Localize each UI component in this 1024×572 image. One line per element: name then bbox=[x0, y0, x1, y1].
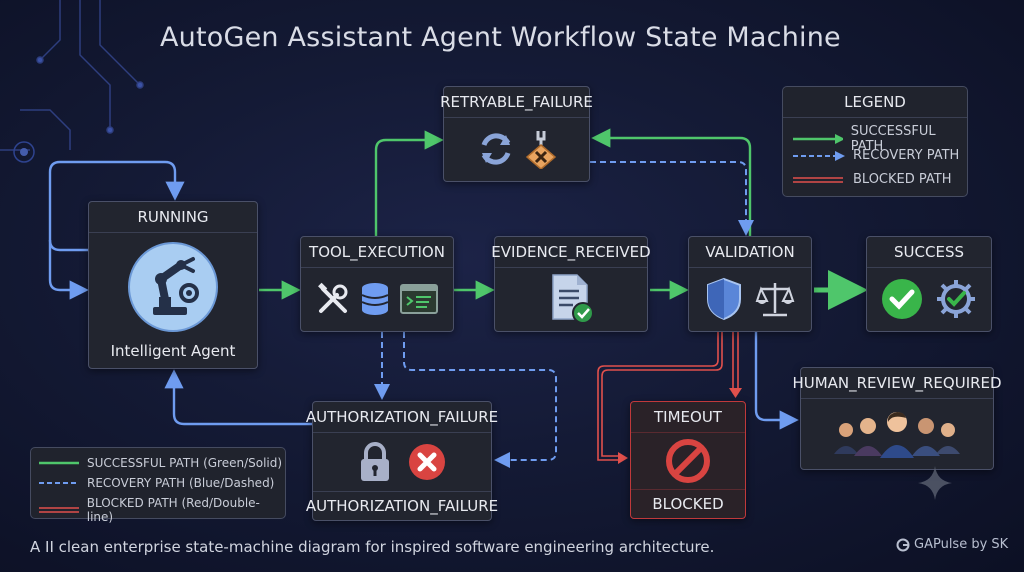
state-label: TOOL_EXECUTION bbox=[301, 237, 453, 268]
legend-line-double bbox=[39, 507, 79, 513]
legend-item-success: SUCCESSFUL PATH bbox=[793, 124, 967, 154]
arrow-validation-to-timeout-left bbox=[597, 332, 723, 461]
legend-line-solid bbox=[39, 461, 79, 465]
state-evidence-received[interactable]: EVIDENCE_RECEIVED bbox=[491, 236, 651, 332]
state-label: RUNNING bbox=[89, 202, 257, 233]
gear-check-icon bbox=[937, 280, 975, 318]
state-authorization-failure[interactable]: AUTHORIZATION_FAILURE AUTHORIZATION_FAIL… bbox=[306, 401, 498, 521]
legend-top: LEGEND SUCCESSFUL PATH RECOVERY PATH BLO… bbox=[782, 86, 968, 197]
state-success[interactable]: SUCCESS bbox=[866, 236, 992, 332]
legend-line-double bbox=[793, 176, 843, 183]
arrow-validation-to-retryable bbox=[591, 128, 752, 236]
arrow-tool-to-auth-side bbox=[403, 332, 557, 468]
arrow-validation-to-review bbox=[754, 332, 799, 430]
legend-item-blocked: BLOCKED PATH (Red/Double-line) bbox=[39, 496, 285, 524]
legend-line-dashed bbox=[39, 482, 79, 484]
refresh-icon bbox=[481, 133, 510, 165]
lock-icon bbox=[361, 442, 389, 481]
state-validation[interactable]: VALIDATION bbox=[688, 236, 812, 332]
x-circle-icon bbox=[409, 444, 445, 480]
state-label: VALIDATION bbox=[689, 237, 811, 268]
state-timeout[interactable]: TIMEOUT BLOCKED bbox=[630, 401, 746, 519]
state-human-review-required[interactable]: HUMAN_REVIEW_REQUIRED bbox=[792, 367, 1002, 470]
circuit-decoration bbox=[0, 0, 144, 163]
diagram-title: AutoGen Assistant Agent Workflow State M… bbox=[160, 22, 841, 53]
blocked-icon bbox=[666, 439, 710, 483]
sparkle-icon bbox=[918, 466, 952, 500]
arrow-validation-to-timeout-down bbox=[732, 332, 739, 390]
check-circle-icon bbox=[882, 279, 922, 319]
state-footer: Intelligent Agent bbox=[110, 342, 236, 360]
state-tool-execution[interactable]: TOOL_EXECUTION bbox=[300, 236, 454, 332]
arrow-running-loop-left bbox=[48, 240, 89, 300]
state-label: TIMEOUT bbox=[631, 402, 745, 433]
state-label: EVIDENCE_RECEIVED bbox=[491, 237, 651, 268]
database-icon bbox=[361, 283, 389, 315]
state-footer: AUTHORIZATION_FAILURE bbox=[306, 491, 498, 520]
people-group-icon bbox=[834, 411, 960, 458]
tools-icon bbox=[318, 282, 348, 313]
diagram-caption: A II clean enterprise state-machine diag… bbox=[30, 538, 715, 556]
state-label: HUMAN_REVIEW_REQUIRED bbox=[792, 368, 1002, 399]
legend-title: LEGEND bbox=[844, 93, 906, 111]
state-running[interactable]: RUNNING Intelligent Agent bbox=[88, 201, 258, 369]
state-label: RETRYABLE_FAILURE bbox=[440, 87, 593, 118]
legend-item-success: SUCCESSFUL PATH (Green/Solid) bbox=[39, 456, 282, 470]
legend-line-solid bbox=[793, 134, 843, 144]
brand-watermark: GAPulse by SK bbox=[896, 537, 1008, 552]
scales-icon bbox=[755, 283, 795, 317]
legend-item-blocked: BLOCKED PATH bbox=[793, 172, 952, 187]
legend-bottom: SUCCESSFUL PATH (Green/Solid) RECOVERY P… bbox=[30, 447, 286, 524]
shield-icon bbox=[707, 277, 741, 321]
arrow-retryable-to-validation bbox=[590, 161, 754, 236]
arrow-tool-to-retryable bbox=[374, 130, 444, 236]
legend-item-recovery: RECOVERY PATH bbox=[793, 148, 959, 163]
legend-item-recovery: RECOVERY PATH (Blue/Dashed) bbox=[39, 476, 274, 490]
legend-line-dashed bbox=[793, 150, 845, 161]
arrow-auth-to-running bbox=[164, 369, 312, 426]
arrow-running-loop-top bbox=[48, 160, 185, 252]
state-footer: BLOCKED bbox=[631, 489, 745, 518]
state-label: AUTHORIZATION_FAILURE bbox=[306, 402, 498, 433]
state-label: SUCCESS bbox=[867, 237, 991, 268]
document-check-icon bbox=[552, 274, 594, 324]
terminal-icon bbox=[400, 284, 438, 314]
wrench-warning-icon bbox=[525, 131, 556, 169]
brand-logo-icon bbox=[896, 538, 910, 551]
robot-arm-icon bbox=[128, 242, 218, 332]
state-retryable-failure[interactable]: RETRYABLE_FAILURE bbox=[440, 86, 593, 182]
